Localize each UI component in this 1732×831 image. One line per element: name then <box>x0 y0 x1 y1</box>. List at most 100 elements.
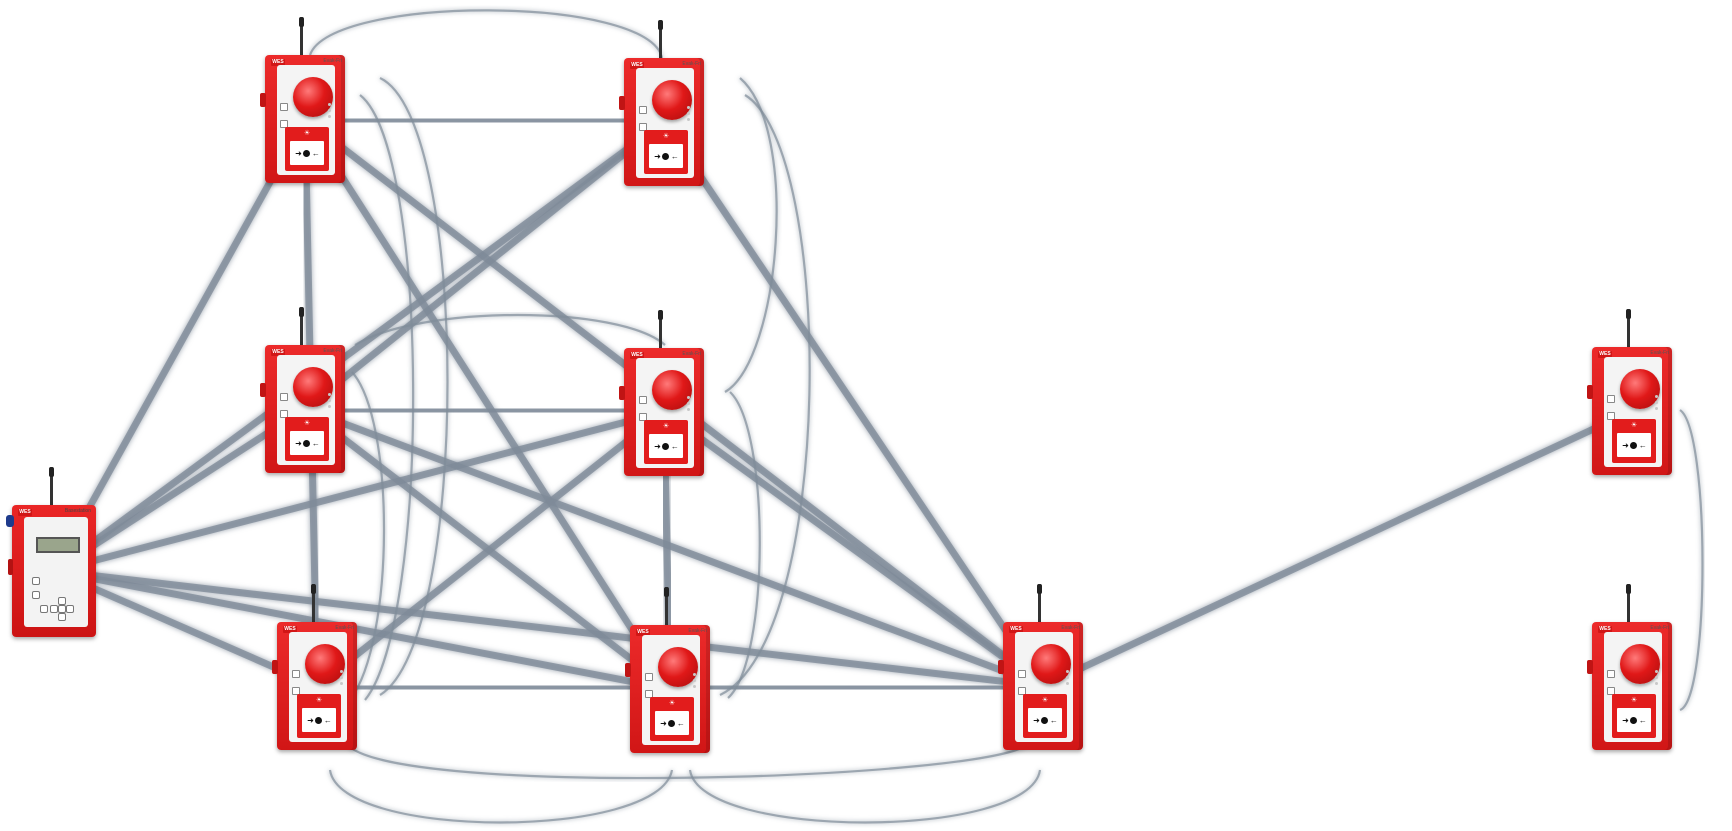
led-icon <box>340 682 343 685</box>
device-case: WES Evak-Fri ☀ ➜← <box>272 622 357 750</box>
sounder-icon <box>652 80 692 120</box>
link-n6-n7 <box>666 682 1047 693</box>
alarm-device-n6[interactable]: WES Evak-Fri ☀ ➜← <box>625 587 710 753</box>
manual-call-point: ☀ ➜← <box>1612 419 1656 463</box>
push-arrow-icon: ➜← <box>1617 433 1651 457</box>
antenna-icon <box>299 307 304 347</box>
alarm-device-n2[interactable]: WES Evak-Fri ☀ ➜← <box>619 20 704 186</box>
button-icon <box>280 393 288 401</box>
led-icon <box>687 106 690 109</box>
curve-link-n3-n5 <box>349 371 386 701</box>
button-icon <box>1607 687 1615 695</box>
led-icon <box>328 115 331 118</box>
fire-symbol-icon: ☀ <box>303 130 311 137</box>
sounder-icon <box>658 647 698 687</box>
link-n3-n4 <box>301 405 668 416</box>
led-icon <box>693 673 696 676</box>
manual-call-point: ☀ ➜← <box>297 694 341 738</box>
key-icon <box>32 577 40 585</box>
link-n1-n2 <box>301 115 668 126</box>
led-icon <box>328 103 331 106</box>
side-clip <box>8 559 13 575</box>
side-buttons <box>1018 670 1026 704</box>
model-label: Evak-Fri <box>323 348 342 354</box>
status-leds <box>328 393 332 411</box>
side-buttons <box>1607 395 1615 429</box>
fire-symbol-icon: ☀ <box>303 420 311 427</box>
side-clip <box>1587 660 1593 674</box>
side-clip <box>625 663 631 677</box>
alarm-device-n5[interactable]: WES Evak-Fri ☀ ➜← <box>272 584 357 750</box>
device-face: ☀ ➜← <box>636 358 694 468</box>
side-clip <box>619 96 625 110</box>
side-buttons <box>280 103 288 137</box>
status-leds <box>687 106 691 124</box>
link-base-n2 <box>50 118 668 575</box>
link-n4-n5 <box>313 408 668 690</box>
button-icon <box>280 120 288 128</box>
keypad <box>30 573 80 623</box>
led-icon <box>1655 395 1658 398</box>
side-clip <box>619 386 625 400</box>
curve-link-n5-n7 <box>343 739 1031 780</box>
side-clip <box>272 660 278 674</box>
side-clip <box>260 93 266 107</box>
led-icon <box>328 109 331 112</box>
device-label: Basestation <box>64 508 91 514</box>
push-arrow-icon: ➜← <box>649 434 683 458</box>
led-icon <box>693 679 696 682</box>
push-arrow-icon: ➜← <box>649 144 683 168</box>
sounder-icon <box>1620 369 1660 409</box>
device-face: ☀ ➜← <box>636 68 694 178</box>
antenna-icon <box>1626 584 1631 624</box>
curve-link-n1-n5-outer <box>379 77 449 696</box>
base-station-case: WES Basestation <box>6 505 96 637</box>
push-arrow-icon: ➜← <box>1028 708 1062 732</box>
link-base-n6 <box>50 567 674 693</box>
led-icon <box>328 393 331 396</box>
led-icon <box>340 676 343 679</box>
led-icon <box>328 399 331 402</box>
push-arrow-icon: ➜← <box>1617 708 1651 732</box>
fire-symbol-icon: ☀ <box>668 700 676 707</box>
curve-link-n2-n6-outer <box>719 94 811 696</box>
alarm-device-n7[interactable]: WES Evak-Fri ☀ ➜← <box>998 584 1083 750</box>
button-icon <box>280 103 288 111</box>
connector-icon <box>6 515 14 527</box>
brand-logo: WES <box>271 59 285 66</box>
brand-logo: WES <box>1598 626 1612 633</box>
link-n1-n6 <box>301 115 674 693</box>
manual-call-point: ☀ ➜← <box>650 697 694 741</box>
device-face: ☀ ➜← <box>289 632 347 742</box>
model-label: Evak-Fri <box>323 58 342 64</box>
alarm-device-n4[interactable]: WES Evak-Fri ☀ ➜← <box>619 310 704 476</box>
led-icon <box>687 118 690 121</box>
link-base-n1 <box>50 115 309 575</box>
button-icon <box>1018 670 1026 678</box>
model-label: Evak-Fri <box>688 628 707 634</box>
brand-logo: WES <box>271 349 285 356</box>
button-icon <box>639 123 647 131</box>
led-icon <box>1655 401 1658 404</box>
alarm-device-n3[interactable]: WES Evak-Fri ☀ ➜← <box>260 307 345 473</box>
alarm-device-n9[interactable]: WES Evak-Fri ☀ ➜← <box>1587 584 1672 750</box>
button-icon <box>1607 670 1615 678</box>
push-arrow-icon: ➜← <box>290 431 324 455</box>
device-case: WES Evak-Fri ☀ ➜← <box>260 55 345 183</box>
model-label: Evak-Fri <box>682 351 701 357</box>
base-station[interactable]: WES Basestation <box>6 467 96 637</box>
button-icon <box>292 670 300 678</box>
status-leds <box>687 396 691 414</box>
status-leds <box>328 103 332 121</box>
device-face: ☀ ➜← <box>277 355 335 465</box>
link-n7-n8 <box>1039 407 1636 690</box>
fire-symbol-icon: ☀ <box>315 697 323 704</box>
alarm-device-n8[interactable]: WES Evak-Fri ☀ ➜← <box>1587 309 1672 475</box>
curve-link-n4-n6 <box>727 391 761 699</box>
led-icon <box>1655 407 1658 410</box>
key-icon <box>58 597 66 605</box>
led-icon <box>1655 670 1658 673</box>
alarm-device-n1[interactable]: WES Evak-Fri ☀ ➜← <box>260 17 345 183</box>
key-icon <box>66 605 74 613</box>
curve-link-n1-n2 <box>308 9 664 59</box>
